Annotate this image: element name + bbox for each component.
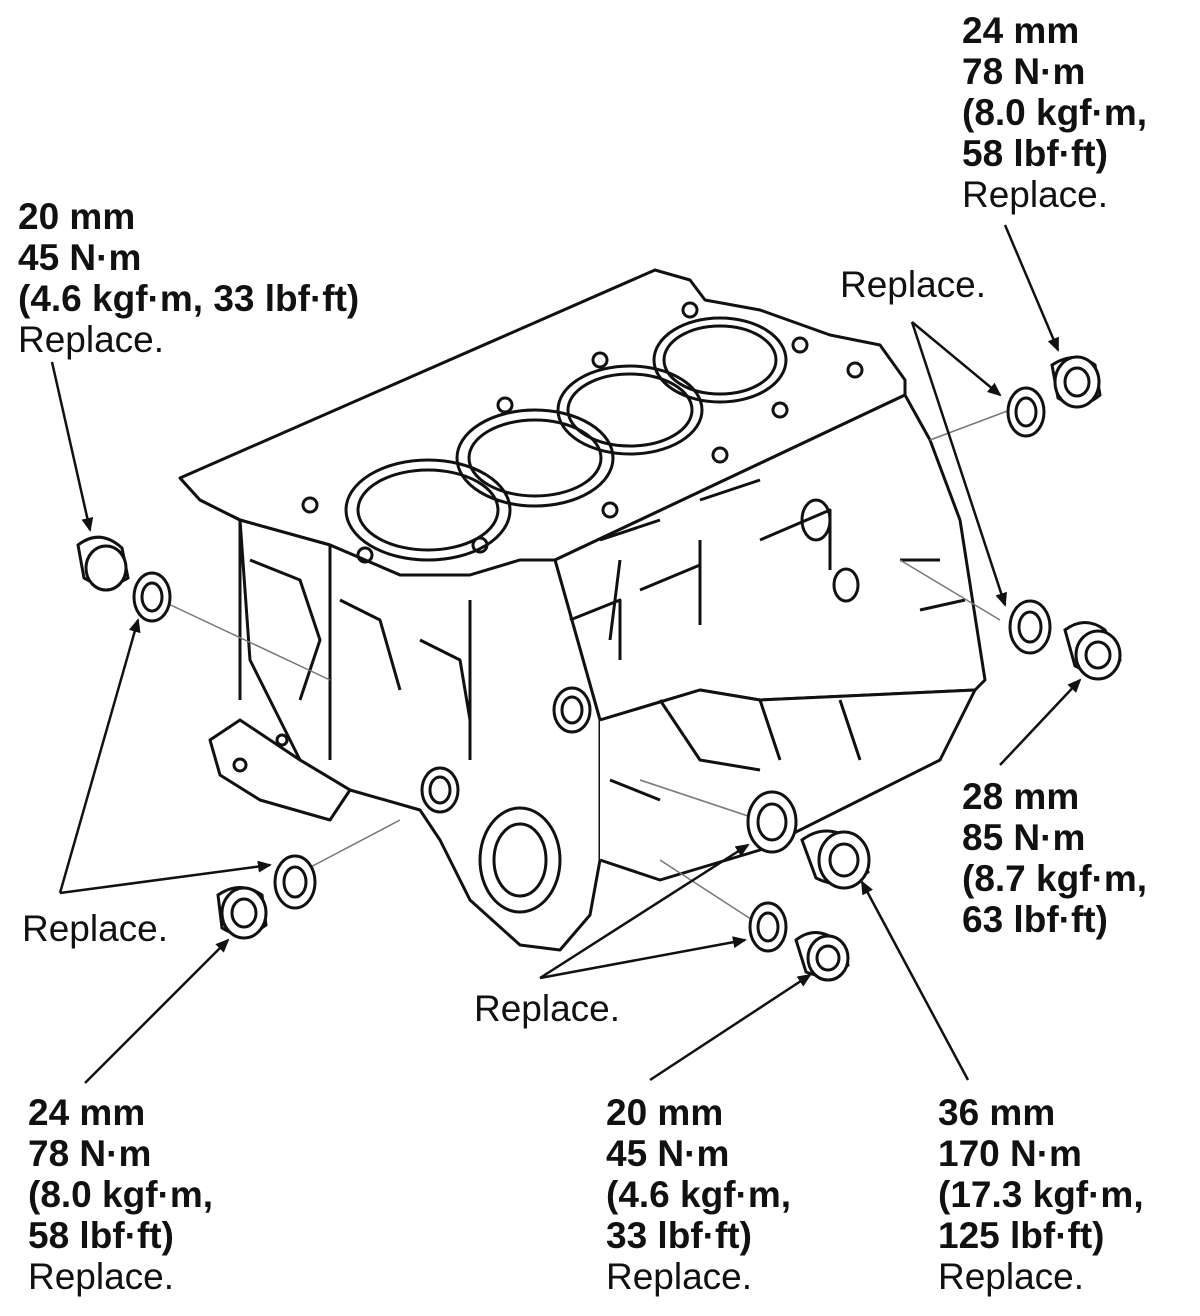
callout-torque-lbf: 33 lbf·ft) [606,1215,752,1256]
leader-arrows [50,224,1082,1084]
plug-top-left [76,535,130,592]
cylinder-block [178,268,987,952]
callout-size: 20 mm [18,196,136,237]
callout-note: Replace. [28,1256,175,1297]
callout-torque-lbf: 63 lbf·ft) [962,899,1108,940]
callout-bottom-left: 24 mm 78 N·m (8.0 kgf·m, 58 lbf·ft) Repl… [28,1092,213,1297]
callout-size: 20 mm [606,1092,724,1133]
callout-torque-lbf: 58 lbf·ft) [962,133,1108,174]
callout-torque-nm: 78 N·m [28,1133,152,1174]
plug-bottom-mid-upper [800,829,871,890]
callout-torque-kgf: (17.3 kgf·m, [938,1174,1144,1215]
plug-bottom-left [216,886,268,940]
callout-size: 28 mm [962,776,1080,817]
callout-note: Replace. [606,1256,753,1297]
plug-bottom-mid-lower [794,931,850,982]
callout-size: 36 mm [938,1092,1056,1133]
callout-torque-nm: 78 N·m [962,51,1086,92]
callout-note: Replace. [18,319,165,360]
arrow-top-right-plug [1003,224,1060,352]
callout-torque-kgf: (8.0 kgf·m, [962,92,1148,133]
callout-torque-kgf: (4.6 kgf·m, [606,1174,792,1215]
washer-bottom-left [273,854,317,910]
callout-torque-nm: 45 N·m [18,237,142,278]
arrow-right-mid-plug [999,678,1082,766]
callout-bottom-right: 36 mm 170 N·m (17.3 kgf·m, 125 lbf·ft) R… [938,1092,1144,1297]
callout-top-left: 20 mm 45 N·m (4.6 kgf·m, 33 lbf·ft) Repl… [18,196,359,360]
washer-label-upper-right: Replace. [840,264,987,305]
arrow-top-right-washer-1 [911,321,1002,397]
arrow-bottom-mid-plug [649,973,812,1082]
washer-bottom-mid-upper [746,790,798,854]
callout-torque-nm: 170 N·m [938,1133,1082,1174]
arrow-bottom-right-plug [860,880,970,1081]
callout-torque-kgf: (8.7 kgf·m, [962,858,1148,899]
callout-torque-kgf: (8.0 kgf·m, [28,1174,214,1215]
callout-torque-nm: 85 N·m [962,817,1086,858]
callout-torque-lbf: 58 lbf·ft) [28,1215,174,1256]
callout-note: Replace. [938,1256,1085,1297]
arrow-bottom-washer-2 [539,936,747,980]
washer-top-right [1006,386,1046,438]
callout-note: Replace. [962,174,1109,215]
washer-bottom-mid-lower [748,901,788,953]
callout-size: 24 mm [28,1092,146,1133]
alignment-lines [159,409,1011,926]
washer-top-left [132,571,172,623]
arrow-left-washer-2 [59,860,272,895]
callout-top-right: 24 mm 78 N·m (8.0 kgf·m, 58 lbf·ft) Repl… [962,10,1147,215]
callout-torque-lbf: 125 lbf·ft) [938,1215,1105,1256]
callout-right-mid: 28 mm 85 N·m (8.7 kgf·m, 63 lbf·ft) [962,776,1147,940]
callout-bottom-mid: 20 mm 45 N·m (4.6 kgf·m, 33 lbf·ft) Repl… [606,1092,791,1297]
arrow-top-left-plug [50,361,94,532]
callout-torque-nm: 45 N·m [606,1133,730,1174]
arrow-left-washer-1 [58,618,141,894]
washer-right-mid [1008,599,1052,655]
plug-top-right [1050,355,1102,409]
arrow-bottom-washer-1 [539,843,750,980]
arrow-bottom-left-plug [84,938,230,1084]
callout-size: 24 mm [962,10,1080,51]
plug-right-mid [1063,621,1122,681]
arrow-top-right-washer-2 [910,321,1007,607]
washer-label-left: Replace. [22,908,169,949]
callout-torque-kgf-lbf: (4.6 kgf·m, 33 lbf·ft) [18,278,360,319]
washer-label-bottom-center: Replace. [474,988,621,1029]
